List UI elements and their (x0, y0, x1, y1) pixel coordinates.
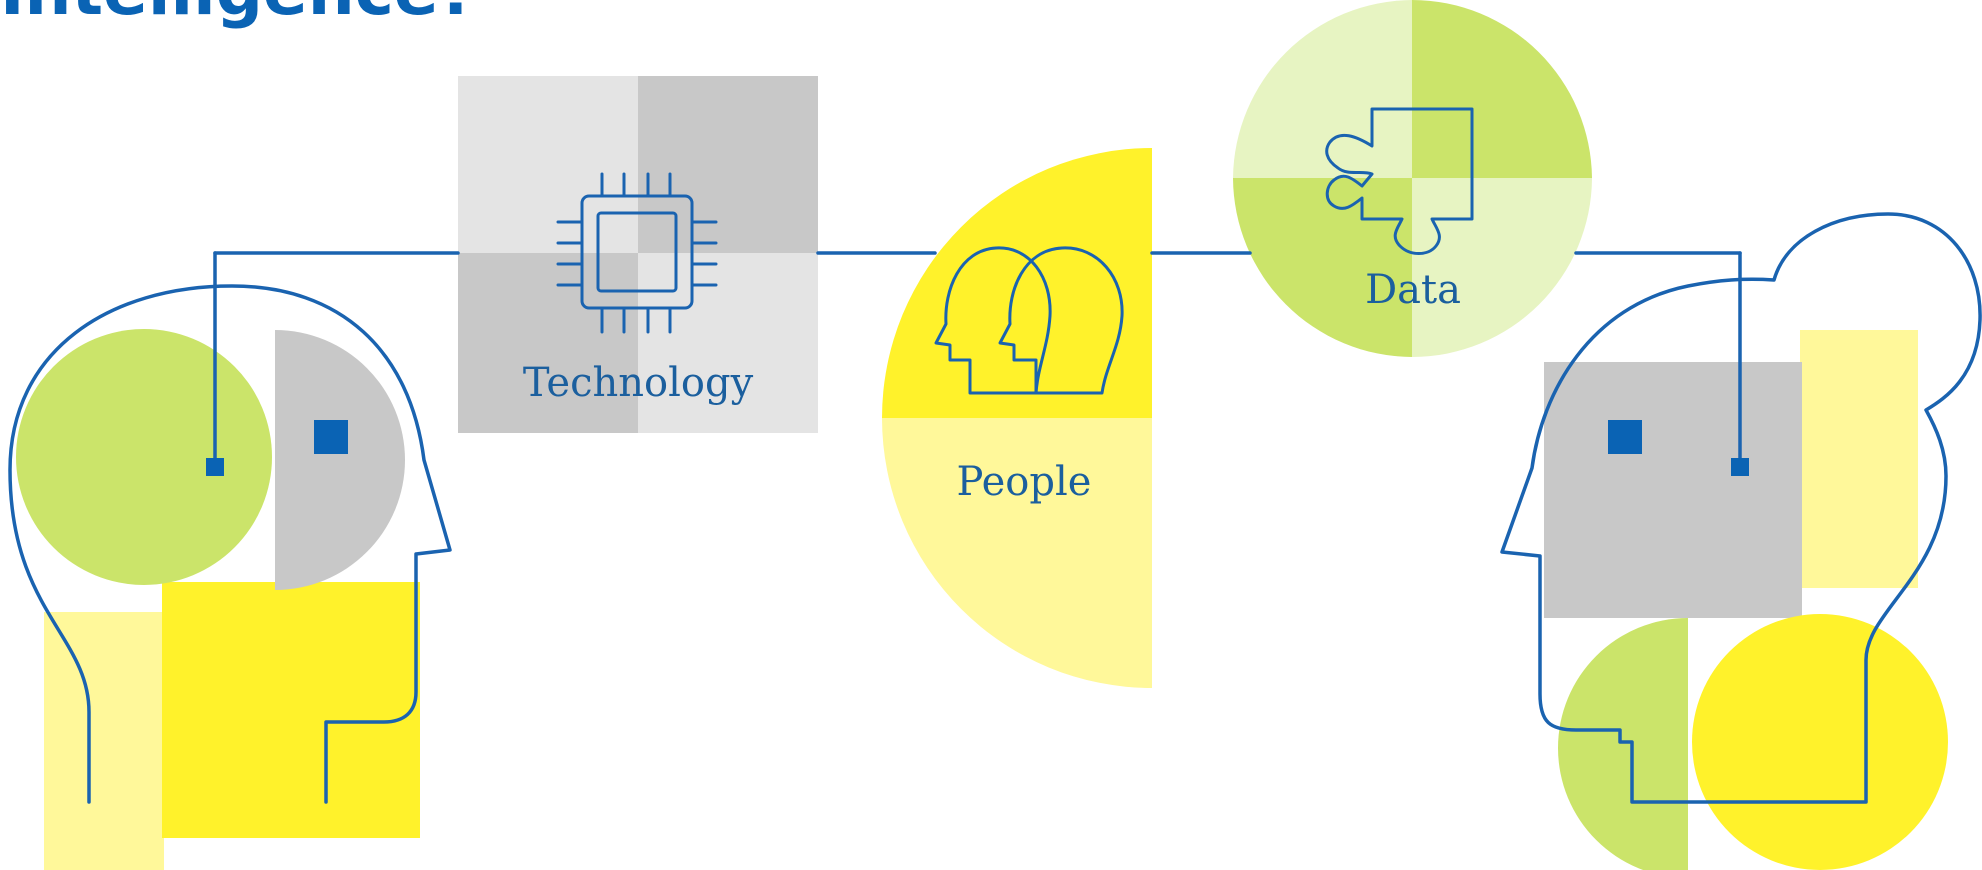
left-head-outline (8, 284, 452, 804)
left-lime-circle (16, 329, 272, 585)
technology-node: Technology (458, 76, 818, 433)
left-eye-square (314, 420, 348, 454)
right-eye-square (1608, 420, 1642, 454)
left-yellow-square (162, 582, 420, 838)
data-quarter-top-right (1412, 0, 1592, 178)
data-quarter-bottom-right (1412, 178, 1592, 357)
left-gray-half-circle (275, 330, 405, 590)
page-heading: Intelligence? (0, 0, 477, 30)
right-head-shapes (1544, 330, 1948, 870)
right-gray-square (1544, 362, 1802, 618)
right-wire-endpoint (1731, 458, 1749, 476)
tech-tile-bottom-left (458, 253, 638, 433)
tech-tile-top-right (638, 76, 818, 253)
microchip-icon (556, 172, 718, 334)
people-node: People (882, 148, 1152, 688)
puzzle-piece-icon (1325, 107, 1474, 255)
technology-label: Technology (523, 360, 754, 406)
right-yellow-circle (1692, 614, 1948, 870)
data-node: Data (1233, 0, 1592, 357)
left-pale-yellow-block (44, 612, 164, 870)
left-wire-endpoint (206, 458, 224, 476)
two-heads-icon (934, 246, 1124, 395)
right-head-outline (1500, 212, 1982, 804)
data-quarter-top-left (1233, 0, 1412, 178)
data-quarter-bottom-left (1233, 178, 1412, 357)
people-pale-quarter (882, 418, 1152, 688)
data-label: Data (1365, 267, 1461, 313)
tech-tile-bottom-right (638, 253, 818, 433)
tech-tile-top-left (458, 76, 638, 253)
left-head-shapes (16, 329, 420, 870)
right-pale-yellow-block (1800, 330, 1918, 588)
connector-lines (206, 251, 1749, 476)
right-lime-half-circle (1558, 618, 1688, 870)
people-label: People (957, 459, 1092, 505)
